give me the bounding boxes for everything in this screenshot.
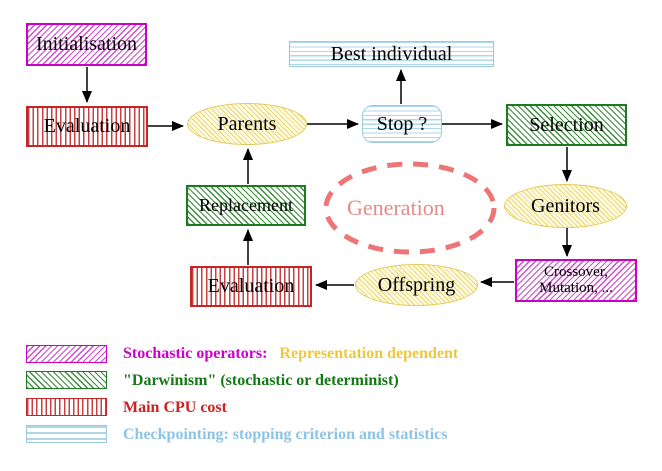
- legend-label-darwinism: "Darwinism" (stochastic or determinist): [123, 372, 399, 389]
- node-best-individual: Best individual: [289, 41, 494, 67]
- node-parents-label: Parents: [217, 112, 277, 135]
- legend-label-cpu-cost: Main CPU cost: [123, 399, 227, 416]
- node-offspring-label: Offspring: [377, 273, 456, 296]
- node-genitors: Genitors: [504, 184, 627, 228]
- legend-label-checkpointing: Checkpointing: stopping criterion and st…: [123, 426, 448, 443]
- node-evaluation-top-label: Evaluation: [43, 115, 131, 137]
- legend-swatch-checkpointing: [26, 425, 107, 443]
- node-initialisation-label: Initialisation: [35, 33, 138, 55]
- node-crossover-mutation: Crossover, Mutation, ...: [515, 259, 637, 302]
- node-crossover-label-line2: Mutation, ...: [539, 279, 613, 296]
- legend-label-stochastic-operators-text: Stochastic operators:: [123, 345, 268, 362]
- legend-swatch-cpu-cost: [26, 398, 107, 416]
- legend-label-representation-dependent: Representation dependent: [279, 345, 459, 362]
- node-evaluation-top: Evaluation: [26, 106, 148, 147]
- node-initialisation: Initialisation: [26, 23, 147, 66]
- legend-swatch-darwinism: [26, 371, 107, 389]
- generation-label: Generation: [347, 195, 445, 220]
- node-parents: Parents: [187, 103, 307, 145]
- node-offspring: Offspring: [355, 264, 478, 306]
- node-replacement: Replacement: [186, 185, 306, 226]
- node-stop: Stop ?: [362, 105, 442, 143]
- node-genitors-label: Genitors: [531, 194, 600, 217]
- node-selection-label: Selection: [529, 113, 604, 136]
- node-selection: Selection: [506, 104, 627, 146]
- node-replacement-label: Replacement: [199, 195, 293, 216]
- node-best-individual-label: Best individual: [330, 42, 453, 65]
- legend-swatch-stochastic-operators: [26, 345, 107, 363]
- node-stop-label: Stop ?: [376, 112, 428, 135]
- legend-label-stochastic-operators: Stochastic operators: Representation depe…: [123, 345, 458, 363]
- node-evaluation-bottom: Evaluation: [190, 266, 312, 307]
- node-evaluation-bottom-label: Evaluation: [207, 275, 295, 297]
- node-crossover-label-line1: Crossover,: [544, 263, 608, 280]
